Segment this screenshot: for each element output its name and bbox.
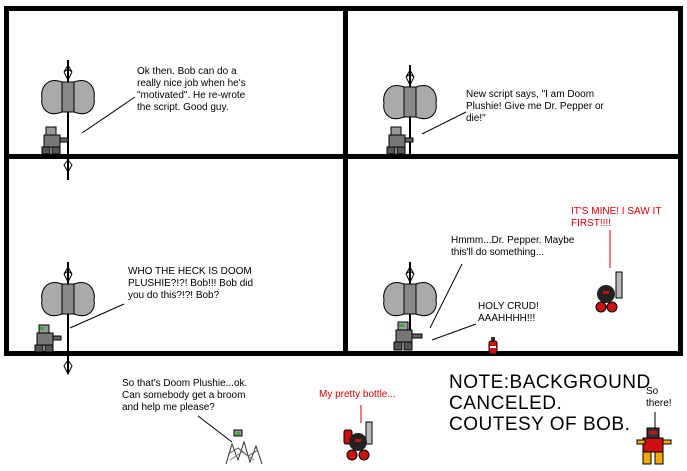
- speech-pointer: [421, 111, 467, 135]
- speech-pointer: [429, 263, 463, 329]
- plushie-sprite: [595, 271, 623, 313]
- dr-pepper-bottle: [488, 337, 498, 355]
- speech-pointer: [654, 412, 656, 428]
- plushie-with-bottle-sprite: [343, 421, 373, 461]
- bob-sprite: [636, 427, 672, 465]
- speech-bubble-panel-1: Ok then. Bob can do a really nice job wh…: [137, 66, 246, 113]
- speech-bubble-panel-4-top: Hmmm...Dr. Pepper. Maybe this'll do some…: [451, 235, 575, 258]
- speech-pointer: [197, 415, 233, 443]
- speech-pointer: [609, 230, 611, 268]
- speech-pointer: [69, 303, 125, 329]
- author-note: NOTE:BACKGROUND CANCELED. COUTESY OF BOB…: [449, 372, 651, 435]
- speech-bubble-panel-3: WHO THE HECK IS DOOM PLUSHIE?!?! Bob!!! …: [128, 266, 254, 301]
- speech-bubble-bottle: My pretty bottle...: [319, 389, 396, 400]
- battle-axe-sprite: [41, 262, 95, 376]
- speech-bubble-so-there: So there!: [646, 386, 672, 409]
- speech-pointer: [431, 323, 477, 341]
- battle-axe-sprite: [383, 262, 437, 342]
- robot-sprite: [41, 126, 69, 155]
- robot-sprite: [386, 126, 414, 155]
- comic-panel-3: [4, 154, 352, 356]
- battle-axe-sprite: [41, 60, 95, 180]
- speech-pointer: [81, 96, 136, 134]
- robot-sprite: [393, 321, 423, 351]
- speech-pointer: [360, 405, 362, 423]
- speech-bubble-panel-2: New script says, "I am Doom Plushie! Giv…: [466, 89, 604, 124]
- speech-bubble-panel-4-red: IT'S MINE! I SAW IT FIRST!!!!: [571, 206, 662, 229]
- speech-bubble-panel-4-yell: HOLY CRUD! AAAHHHH!!!: [478, 301, 539, 324]
- robot-debris-sprite: [225, 429, 263, 465]
- speech-bubble-bottom-left: So that's Doom Plushie...ok. Can somebod…: [122, 378, 248, 413]
- robot-sprite: [34, 324, 62, 353]
